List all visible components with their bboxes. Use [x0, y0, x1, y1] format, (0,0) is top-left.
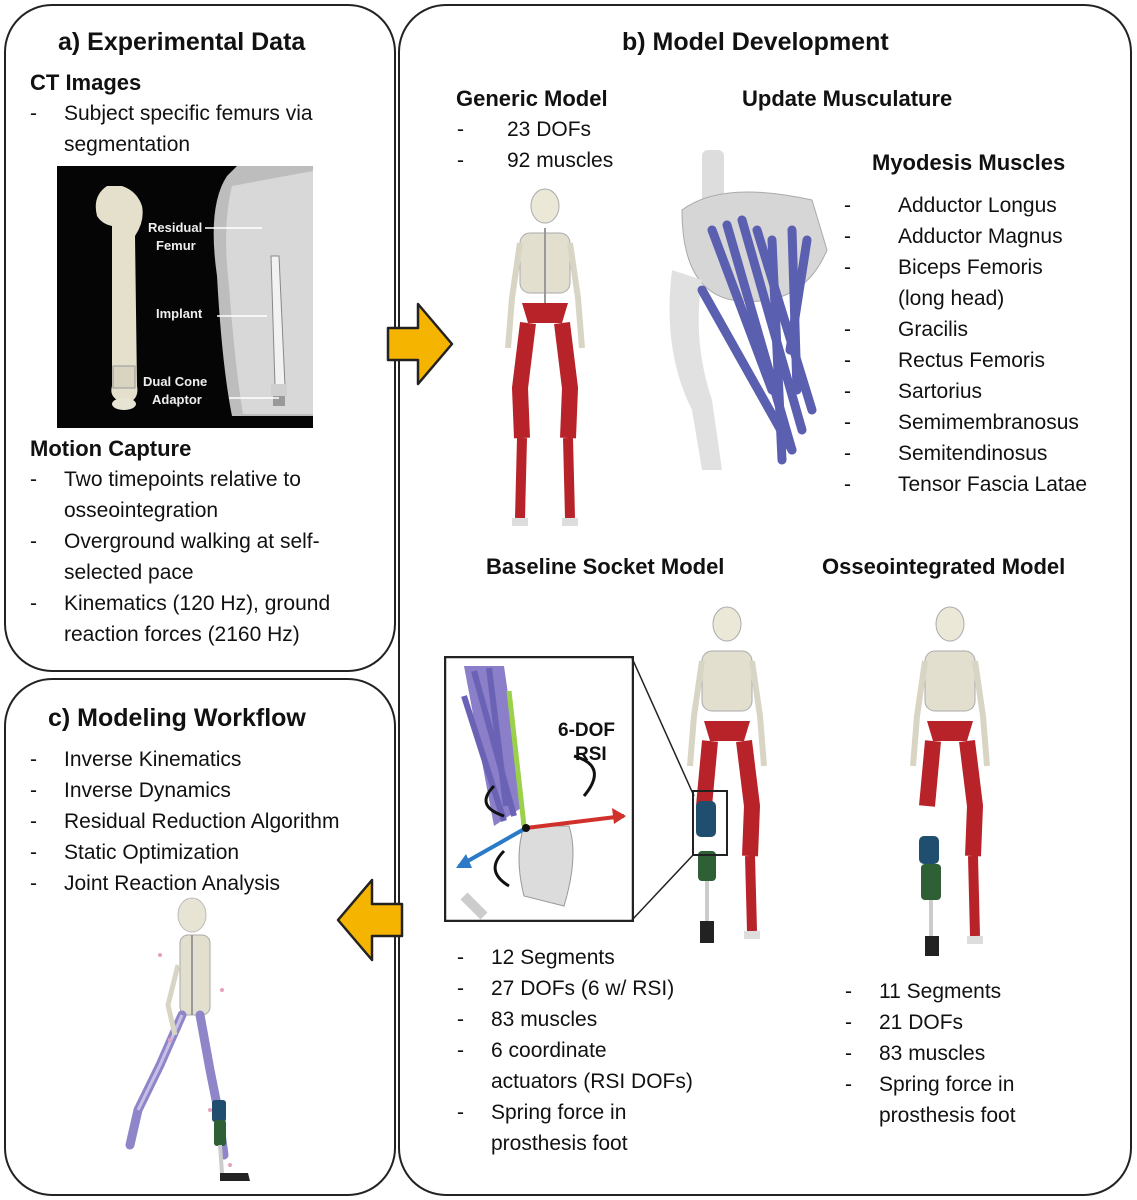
- list-item: reaction forces (2160 Hz): [64, 623, 300, 646]
- list-item: Adductor Longus: [842, 190, 1087, 221]
- list-item: segmentation: [64, 133, 191, 156]
- walking-model-figure: [125, 897, 250, 1181]
- list-item: prosthesis foot: [491, 1132, 628, 1155]
- baseline-socket-model: [687, 606, 767, 943]
- list-item: Sartorius: [842, 376, 1087, 407]
- list-item: Static Optimization: [28, 837, 339, 868]
- panel-a-title: a) Experimental Data: [58, 28, 306, 56]
- ct-femur-image: [57, 166, 313, 428]
- label-adaptor-1: Dual Cone: [143, 374, 208, 389]
- label-adaptor-2: Adaptor: [152, 392, 202, 407]
- generic-skeleton-model: [505, 188, 585, 526]
- list-item: Inverse Kinematics: [28, 744, 339, 775]
- list-item: selected pace: [64, 561, 194, 584]
- list-item: (long head): [898, 287, 1005, 310]
- list-item: prosthesis foot: [879, 1104, 1016, 1127]
- baseline-socket-list: 12 Segments 27 DOFs (6 w/ RSI) 83 muscle…: [455, 942, 693, 1159]
- list-item: 23 DOFs: [455, 114, 613, 145]
- osseointegrated-model: [910, 606, 990, 956]
- ct-images-list: Subject specific femurs via segmentation: [28, 98, 313, 160]
- list-item: 27 DOFs (6 w/ RSI): [455, 973, 693, 1004]
- arrow-left-icon: [336, 878, 404, 962]
- label-residual-femur-2: Femur: [156, 238, 196, 253]
- list-item: Inverse Dynamics: [28, 775, 339, 806]
- list-item: 21 DOFs: [843, 1007, 1016, 1038]
- list-item: 83 muscles: [455, 1004, 693, 1035]
- list-item: osseointegration: [64, 499, 219, 522]
- panel-b-title: b) Model Development: [622, 28, 889, 56]
- list-item: Gracilis: [842, 314, 1087, 345]
- list-item: Subject specific femurs via: [28, 98, 313, 129]
- list-item: Kinematics (120 Hz), ground: [28, 588, 330, 619]
- panel-c-title: c) Modeling Workflow: [48, 704, 306, 732]
- update-musculature-heading: Update Musculature: [742, 86, 953, 111]
- list-item: Residual Reduction Algorithm: [28, 806, 339, 837]
- list-item: Spring force in: [455, 1097, 693, 1128]
- motion-capture-list: Two timepoints relative to osseointegrat…: [28, 464, 330, 650]
- ct-images-heading: CT Images: [30, 70, 142, 95]
- list-item: Biceps Femoris: [842, 252, 1087, 283]
- list-item: Joint Reaction Analysis: [28, 868, 339, 899]
- workflow-list: Inverse Kinematics Inverse Dynamics Resi…: [28, 744, 339, 899]
- list-item: Adductor Magnus: [842, 221, 1087, 252]
- osseointegrated-heading: Osseointegrated Model: [822, 554, 1066, 579]
- list-item: Tensor Fascia Latae: [842, 469, 1087, 500]
- inset-connector-lines: [631, 657, 695, 921]
- inset-target-box: [692, 790, 728, 856]
- list-item: 11 Segments: [843, 976, 1016, 1007]
- list-item: 6 coordinate: [455, 1035, 693, 1066]
- list-item: Spring force in: [843, 1069, 1016, 1100]
- list-item: Two timepoints relative to: [28, 464, 330, 495]
- list-item: Overground walking at self-: [28, 526, 330, 557]
- list-item: actuators (RSI DOFs): [491, 1070, 693, 1093]
- rsi-inset-image: [444, 656, 634, 922]
- baseline-socket-heading: Baseline Socket Model: [486, 554, 725, 579]
- motion-capture-heading: Motion Capture: [30, 436, 192, 461]
- list-item: 92 muscles: [455, 145, 613, 176]
- pelvis-musculature-image: [669, 150, 828, 470]
- list-item: 12 Segments: [455, 942, 693, 973]
- arrow-right-icon: [386, 302, 454, 386]
- list-item: Semitendinosus: [842, 438, 1087, 469]
- myodesis-muscles-list: Adductor Longus Adductor Magnus Biceps F…: [842, 190, 1087, 500]
- generic-model-list: 23 DOFs 92 muscles: [455, 114, 613, 176]
- label-implant: Implant: [156, 306, 203, 321]
- generic-model-heading: Generic Model: [456, 86, 608, 111]
- list-item: Rectus Femoris: [842, 345, 1087, 376]
- list-item: 83 muscles: [843, 1038, 1016, 1069]
- label-residual-femur-1: Residual: [148, 220, 203, 235]
- list-item: Semimembranosus: [842, 407, 1087, 438]
- osseointegrated-list: 11 Segments 21 DOFs 83 muscles Spring fo…: [843, 976, 1016, 1131]
- rsi-label-line1: 6-DOF: [558, 720, 615, 741]
- myodesis-muscles-heading: Myodesis Muscles: [872, 150, 1066, 175]
- rsi-label-line2: RSI: [575, 744, 607, 765]
